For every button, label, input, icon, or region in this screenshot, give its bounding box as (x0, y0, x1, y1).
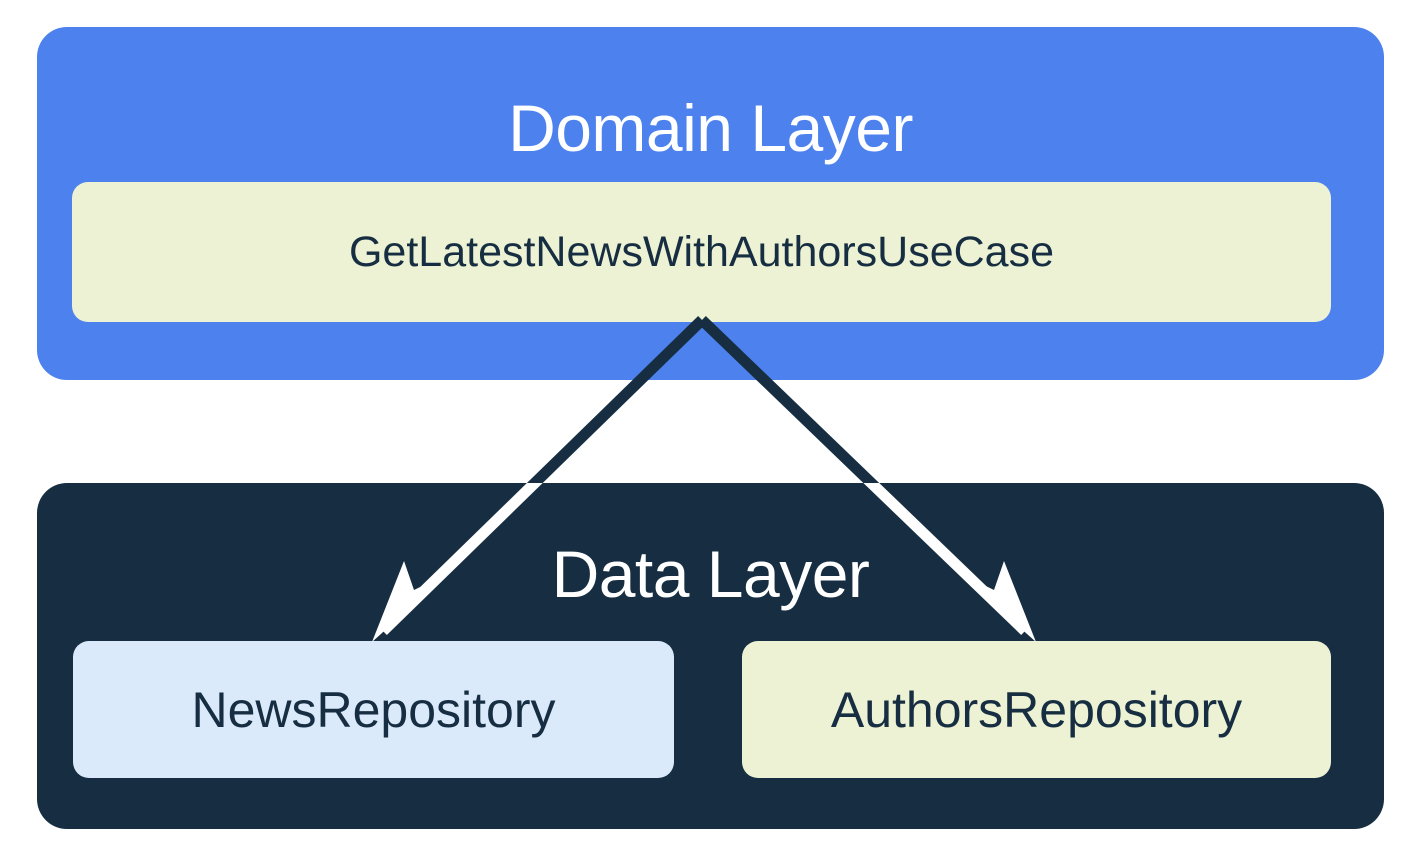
usecase-card-label: GetLatestNewsWithAuthorsUseCase (348, 227, 1054, 276)
domain-layer-title: Domain Layer (508, 91, 913, 165)
data-layer-container: Data Layer NewsRepository AuthorsReposit… (37, 483, 1384, 829)
news-repository-card-label: NewsRepository (191, 681, 556, 738)
usecase-card-get-latest-news-with-authors[interactable]: GetLatestNewsWithAuthorsUseCase (72, 182, 1331, 322)
authors-repository-card[interactable]: AuthorsRepository (742, 641, 1331, 778)
authors-repository-card-label: AuthorsRepository (830, 681, 1243, 738)
data-layer-title: Data Layer (551, 537, 870, 611)
news-repository-card[interactable]: NewsRepository (73, 641, 674, 778)
domain-layer-container: Domain Layer GetLatestNewsWithAuthorsUse… (37, 27, 1384, 380)
